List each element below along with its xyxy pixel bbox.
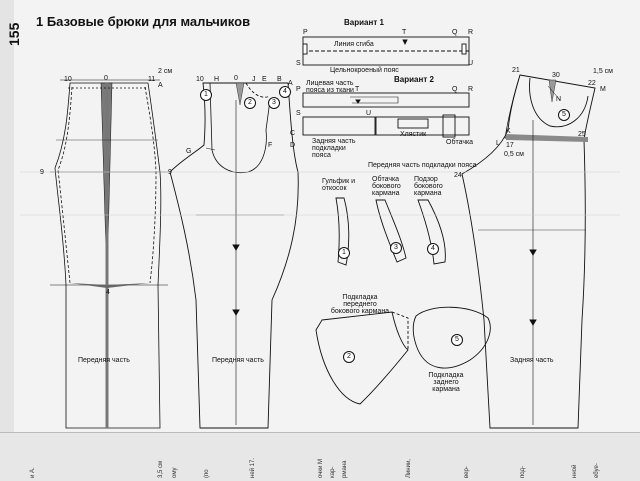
back-label: Задняя часть: [510, 357, 554, 364]
pt-F-mid: F: [268, 142, 273, 149]
back-pt-17: 17: [506, 142, 514, 149]
back-pt-22: 22: [588, 80, 596, 87]
strip-text-9: Линии,: [406, 459, 412, 478]
v2-pt-U: U: [366, 110, 372, 117]
back-piece: [461, 74, 596, 429]
v1-pt-S: S: [296, 60, 301, 67]
back-note-15: 1,5 см: [593, 68, 613, 75]
pt-H-mid: H: [214, 76, 220, 83]
back-pt-25: 25: [578, 131, 586, 138]
piece-number-facing: 3: [390, 242, 402, 254]
back-pt-24: 24: [454, 172, 462, 179]
v1-fold-line: Линия сгиба: [334, 41, 374, 48]
piece-number-fly: 1: [338, 247, 350, 259]
page-title: 1 Базовые брюки для мальчиков: [36, 14, 251, 29]
pt-A-mid: A: [288, 80, 293, 87]
piece-number-5: 5: [558, 109, 570, 121]
piece-number-back-lining: 5: [451, 334, 463, 346]
strip-text-3: ому: [172, 467, 178, 478]
pt-D-mid: D: [290, 142, 296, 149]
pt-C-mid: C: [290, 130, 296, 137]
v1-pt-U: U: [468, 60, 474, 67]
front-left-construction: [50, 79, 168, 429]
pt-E-mid: E: [262, 76, 267, 83]
v1-pt-P: P: [303, 29, 308, 36]
v2-belt-loop: Хлястик: [400, 131, 427, 138]
front-right-label: Передняя часть: [212, 357, 264, 364]
small-parts: [315, 197, 491, 405]
piece-number-1: 1: [200, 89, 212, 101]
pt-10-left: 10: [64, 76, 72, 83]
fly-label: Гульфик и откосок: [322, 178, 355, 192]
variant2-parts: [302, 92, 470, 138]
v2-facing: Обтачка: [446, 139, 474, 146]
strip-text-10: вер-: [464, 466, 470, 478]
back-pocket-lining-label: Подкладка заднего кармана: [428, 372, 464, 393]
back-pt-21: 21: [512, 67, 520, 74]
next-page-strip: [0, 432, 640, 481]
strip-text-12: нной: [572, 464, 578, 478]
v2-pt-P: P: [296, 86, 301, 93]
pt-11-left: 11: [148, 76, 156, 83]
piece-number-2: 2: [244, 97, 256, 109]
pt-10-mid: 10: [196, 76, 204, 83]
piece-number-underlay: 4: [427, 243, 439, 255]
pt-9-left: 9: [40, 169, 44, 176]
v1-pt-R: R: [468, 29, 474, 36]
pt-B-mid: B: [277, 76, 282, 83]
strip-text-11: под-: [520, 466, 526, 478]
pt-A-left: A: [158, 82, 163, 89]
strip-text-7: кар-: [330, 466, 336, 478]
piece-number-3: 3: [268, 97, 280, 109]
strip-text-8: рмана: [342, 460, 348, 478]
pt-0-mid: 0: [234, 75, 238, 82]
v2-top-note: Лицевая часть пояса из ткани: [306, 80, 354, 94]
v2-pt-R: R: [468, 86, 474, 93]
v2-pt-T: T: [355, 86, 360, 93]
pt-9-mid: 9: [168, 169, 172, 176]
v2-pt-S: S: [296, 110, 301, 117]
back-note-05: 0,5 см: [504, 151, 524, 158]
pt-0-left: 0: [104, 75, 108, 82]
variant1-title: Вариант 1: [344, 18, 384, 27]
v1-pt-Q: Q: [452, 29, 458, 36]
strip-text-13: ебуе-: [594, 463, 600, 478]
strip-text-5: ней 17.: [250, 457, 256, 478]
v2-front-lining: Передняя часть подкладки пояса: [368, 162, 477, 169]
offset-note: 2 см: [158, 68, 173, 75]
side-pocket-facing-label: Обтачка бокового кармана: [372, 176, 401, 197]
strip-text-6: очки М: [318, 459, 324, 478]
back-pt-M: M: [600, 86, 606, 93]
back-pt-30: 30: [552, 72, 560, 79]
v1-label: Цельнокроеный пояс: [330, 67, 399, 74]
v1-pt-T: T: [402, 29, 407, 36]
side-pocket-underlay-label: Подзор бокового кармана: [414, 176, 443, 197]
piece-number-4: 4: [279, 86, 291, 98]
back-pt-N: N: [556, 96, 562, 103]
piece-number-front-lining: 2: [343, 351, 355, 363]
pt-G-mid: G: [186, 148, 192, 155]
variant2-title: Вариант 2: [394, 75, 434, 84]
back-pt-L: L: [496, 140, 500, 147]
pt-J-mid: J: [252, 76, 256, 83]
v2-pt-Q: Q: [452, 86, 458, 93]
v2-back-lining: Задняя часть подкладки пояса: [312, 138, 356, 159]
strip-text-2: 3,5 см: [158, 460, 164, 478]
page-number: 155: [6, 22, 22, 46]
pt-4-left: 4: [106, 289, 110, 296]
front-pocket-lining-label: Подкладка переднего бокового кармана: [330, 294, 390, 315]
front-left-label: Передняя часть: [78, 357, 130, 364]
strip-text-1: и А.: [30, 467, 36, 478]
back-pt-K: K: [506, 128, 511, 135]
strip-text-4: (по: [204, 469, 210, 478]
variant1-belt: [302, 36, 470, 66]
